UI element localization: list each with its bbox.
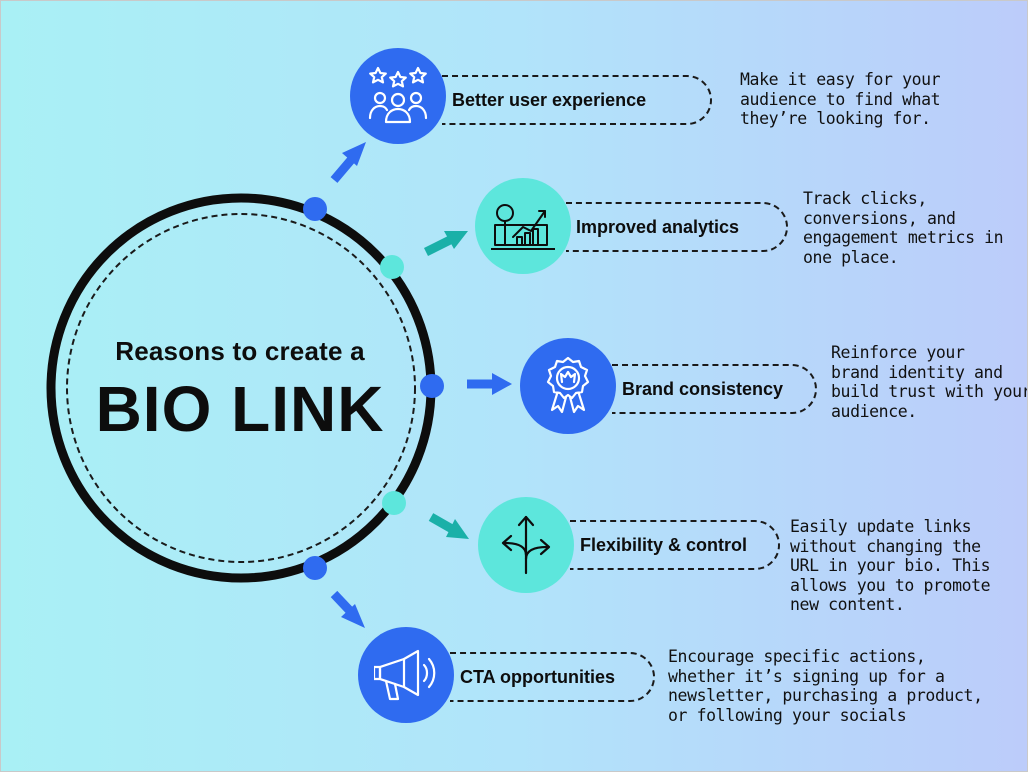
item-5-icon-circle	[358, 627, 454, 723]
item-4-description: Easily update links without changing the…	[790, 517, 991, 615]
arrow-3	[467, 373, 512, 395]
item-5-desc-line: whether it’s signing up for a	[668, 666, 945, 686]
item-2-pill: Improved analytics	[566, 202, 788, 252]
item-3-icon-circle	[520, 338, 616, 434]
arrow-4	[428, 513, 469, 539]
item-4-desc-line: new content.	[790, 595, 905, 614]
item-5-desc-line: Encourage specific actions,	[668, 647, 926, 666]
item-4-desc-line: Easily update links	[790, 517, 972, 536]
item-5-label: CTA opportunities	[460, 666, 615, 687]
item-3-label: Brand consistency	[622, 378, 784, 399]
item-2-desc-line: engagement metrics in	[803, 228, 1004, 247]
item-2-description: Track clicks, conversions, and engagemen…	[803, 189, 1004, 267]
item-3-pill: Brand consistency	[612, 364, 817, 414]
item-5-desc-line: newsletter, purchasing a product,	[668, 686, 983, 705]
item-4-icon-circle	[478, 497, 574, 593]
item-2-label: Improved analytics	[576, 216, 740, 237]
item-1-desc-line: audience to find what	[740, 89, 941, 109]
analytics-chart-icon	[491, 204, 555, 250]
item-3-desc-line: audience.	[831, 401, 917, 421]
item-1-icon-circle	[350, 48, 446, 144]
item-4-label: Flexibility & control	[580, 534, 748, 555]
item-3-desc-line: build trust with your	[831, 382, 1028, 401]
item-2-icon-circle	[475, 178, 571, 274]
arrow-1	[330, 142, 366, 183]
item-1-desc-line: they’re looking for.	[740, 109, 931, 128]
item-5-pill: CTA opportunities	[450, 652, 655, 702]
item-1-pill: Better user experience	[442, 75, 712, 125]
split-arrows-icon	[501, 515, 551, 575]
title-line-2: BIO LINK	[95, 373, 385, 445]
inner-dashed-ring	[66, 213, 416, 563]
item-5-description: Encourage specific actions, whether it’s…	[668, 647, 983, 725]
item-4-desc-line: without changing the	[790, 536, 981, 556]
item-2-desc-line: one place.	[803, 247, 899, 267]
item-4-desc-line: URL in your bio. This	[790, 556, 991, 575]
users-stars-icon	[368, 66, 428, 124]
connector-dot-3	[420, 374, 444, 398]
item-4-desc-line: allows you to promote	[790, 575, 991, 595]
item-1-description: Make it easy for your audience to find w…	[740, 70, 941, 129]
megaphone-icon	[374, 649, 436, 701]
item-2-desc-line: conversions, and	[803, 208, 956, 228]
arrow-5	[330, 590, 365, 628]
connector-dot-1	[303, 197, 327, 221]
connector-dot-2	[380, 255, 404, 279]
connector-dot-5	[303, 556, 327, 580]
connector-dot-4	[382, 491, 406, 515]
item-4-pill: Flexibility & control	[570, 520, 780, 570]
item-2-desc-line: Track clicks,	[803, 189, 927, 208]
title-line-1: Reasons to create a	[115, 336, 365, 366]
arrow-2	[423, 231, 468, 257]
item-3-desc-line: Reinforce your	[831, 343, 965, 362]
item-1-label: Better user experience	[452, 89, 647, 110]
badge-crown-icon	[546, 356, 590, 414]
item-1-desc-line: Make it easy for your	[740, 70, 941, 89]
item-3-description: Reinforce your brand identity and build …	[831, 343, 1028, 421]
item-3-desc-line: brand identity and	[831, 362, 1003, 382]
item-5-desc-line: or following your socials	[668, 705, 907, 725]
